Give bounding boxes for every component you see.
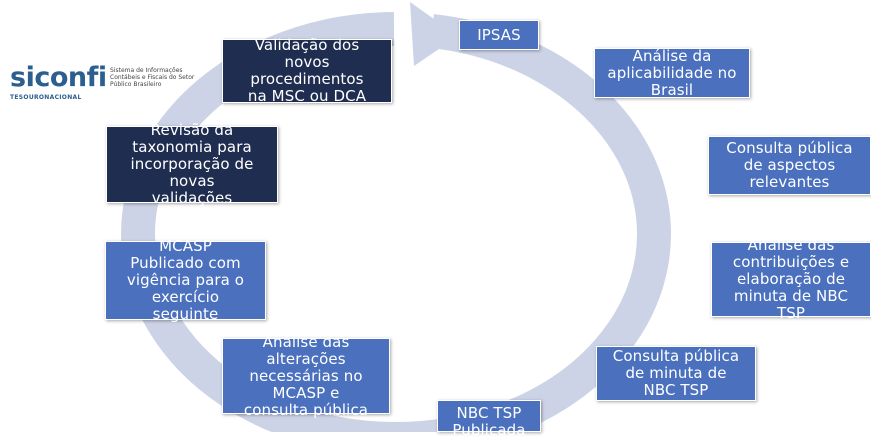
- cycle-ring-path: [121, 12, 671, 432]
- siconfi-logo: siconfi Sistema de Informações Contábeis…: [10, 62, 194, 104]
- tesouro-nacional-label: TESOURONACIONAL: [10, 94, 82, 101]
- node-analise-contribuicoes: Análise das contribuições e elaboração d…: [711, 237, 871, 322]
- node-analise-alteracoes: Análise das alterações necessárias no MC…: [222, 333, 390, 418]
- node-consulta-publica-aspectos: Consulta pública de aspectos relevantes: [708, 136, 871, 195]
- node-validacao-procedimentos: Validação dos novos procedimentos na MSC…: [222, 37, 392, 105]
- cycle-arrowhead: [410, 2, 458, 66]
- node-analise-aplicabilidade: Análise da aplicabilidade no Brasil: [594, 47, 750, 98]
- siconfi-brand: siconfi: [10, 62, 107, 93]
- node-nbc-tsp-publicada: NBC TSP Publicada: [437, 400, 541, 439]
- node-revisao-taxonomia: Revisão da taxonomia para incorporação d…: [106, 122, 278, 207]
- node-ipsas: IPSAS: [459, 20, 539, 50]
- node-consulta-publica-minuta: Consulta pública de minuta de NBC TSP: [596, 346, 756, 401]
- siconfi-subtitle: Sistema de Informações Contábeis e Fisca…: [110, 67, 195, 88]
- node-mcasp-publicado: MCASP Publicado com vigência para o exer…: [105, 238, 266, 323]
